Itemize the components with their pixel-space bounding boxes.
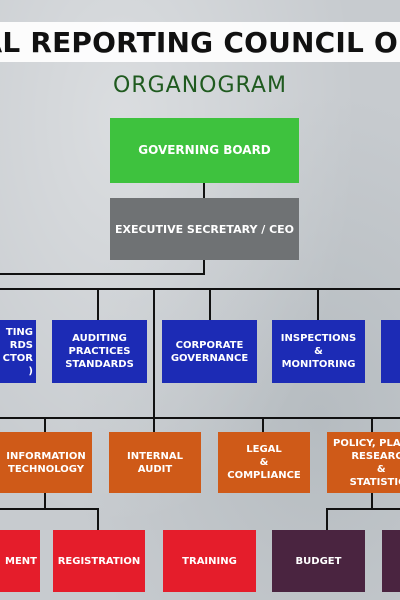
connector-sections-rail-left <box>0 508 99 510</box>
unit-box-policy-planning[interactable]: POLICY, PLANNIN RESEARCH & STATISTICS <box>327 432 400 493</box>
connector-trunk-units <box>153 288 155 418</box>
connector-drop-section-2 <box>97 508 99 530</box>
executive-secretary-label: EXECUTIVE SECRETARY / CEO <box>114 222 295 236</box>
department-box-5[interactable] <box>381 320 400 383</box>
title-band <box>0 22 400 62</box>
connector-drop-dept-4 <box>317 288 319 320</box>
connector-drop-unit-4 <box>371 417 373 432</box>
section-box-budget[interactable]: BUDGET <box>272 530 365 592</box>
unit-label-4: POLICY, PLANNIN RESEARCH & STATISTICS <box>333 437 400 488</box>
section-label-3: TRAINING <box>182 555 237 567</box>
section-label-2: REGISTRATION <box>57 555 141 567</box>
unit-box-information-technology[interactable]: INFORMATION TECHNOLOGY <box>0 432 92 493</box>
unit-box-legal-compliance[interactable]: LEGAL & COMPLIANCE <box>218 432 310 493</box>
department-box-1[interactable]: TING RDS CTOR ) <box>0 320 36 383</box>
department-box-inspections[interactable]: INSPECTIONS & MONITORING <box>272 320 365 383</box>
section-box-training[interactable]: TRAINING <box>163 530 256 592</box>
unit-label-3: LEGAL & COMPLIANCE <box>227 444 301 481</box>
connector-drop-unit-2 <box>153 417 155 432</box>
connector-drop-section-4 <box>326 508 328 530</box>
connector-units-rail <box>0 417 400 419</box>
connector-drop-unit-3 <box>262 417 264 432</box>
connector-board-exec <box>203 183 205 198</box>
department-label-2: AUDITING PRACTICES STANDARDS <box>65 333 134 370</box>
department-label-3: CORPORATE GOVERNANCE <box>170 339 249 364</box>
connector-top-rail <box>0 273 205 275</box>
department-label-4: INSPECTIONS & MONITORING <box>280 333 357 370</box>
section-box-registration[interactable]: REGISTRATION <box>53 530 145 592</box>
section-label-4: BUDGET <box>295 555 342 567</box>
connector-sections-rail-right <box>326 508 400 510</box>
connector-unit4-down <box>371 493 373 509</box>
governing-board-box[interactable]: GOVERNING BOARD <box>110 118 299 183</box>
organogram-subtitle: ORGANOGRAM <box>113 73 287 98</box>
executive-secretary-box[interactable]: EXECUTIVE SECRETARY / CEO <box>110 198 299 260</box>
organization-title: CIAL REPORTING COUNCIL OF N <box>0 26 400 59</box>
department-label-1: TING RDS CTOR ) <box>2 326 33 377</box>
department-box-auditing-practices[interactable]: AUDITING PRACTICES STANDARDS <box>52 320 147 383</box>
section-box-1[interactable]: MENT <box>0 530 40 592</box>
governing-board-label: GOVERNING BOARD <box>138 143 271 157</box>
connector-drop-dept-2 <box>97 288 99 320</box>
unit-box-internal-audit[interactable]: INTERNAL AUDIT <box>109 432 201 493</box>
unit-label-2: INTERNAL AUDIT <box>127 450 183 475</box>
section-label-1: MENT <box>5 555 37 567</box>
connector-drop-unit-1 <box>44 417 46 432</box>
connector-exec-down <box>203 260 205 274</box>
unit-label-1: INFORMATION TECHNOLOGY <box>6 450 86 475</box>
section-box-5[interactable] <box>382 530 400 592</box>
department-box-corporate-governance[interactable]: CORPORATE GOVERNANCE <box>162 320 257 383</box>
connector-drop-dept-3 <box>209 288 211 320</box>
connector-unit1-down <box>44 493 46 509</box>
connector-mid-rail <box>0 288 400 290</box>
